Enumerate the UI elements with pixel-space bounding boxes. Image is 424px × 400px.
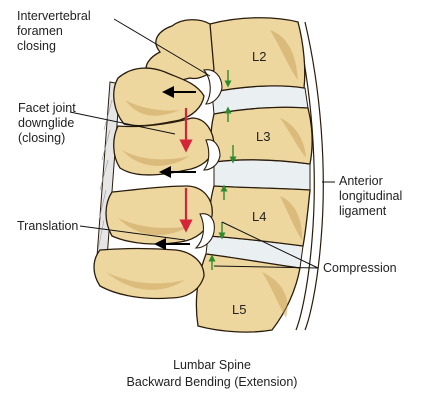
posterior-elements-l3: [113, 117, 215, 176]
posterior-elements-l4: [105, 185, 213, 245]
caption-line-1: Lumbar Spine: [173, 358, 251, 372]
vertebral-body-l5: [195, 253, 301, 333]
posterior-elements-l5: [93, 247, 205, 300]
vertebra-label-l5: L5: [232, 302, 246, 317]
foramen-l2-l3: [203, 69, 223, 105]
anterior-longitudinal-ligament: [295, 21, 315, 331]
vertebra-label-l4: L4: [252, 209, 266, 224]
leader-facet: [69, 111, 176, 135]
posterior-elements-l2-lower: [113, 67, 205, 127]
leader-compression-1: [221, 221, 319, 269]
label-intervertebral-foramen: Intervertebral foramen closing: [17, 9, 91, 53]
label-anterior-ligament: Anterior longitudinal ligament: [339, 174, 403, 218]
foramen-l4-l5: [194, 213, 215, 249]
caption-line-2: Backward Bending (Extension): [126, 375, 298, 389]
leader-compression-2: [213, 265, 319, 269]
leader-foramen: [113, 18, 211, 77]
vertebra-label-l2: L2: [252, 49, 266, 64]
vertebra-label-l3: L3: [256, 129, 270, 144]
disc-l3-l4: [213, 159, 311, 191]
label-facet-joint: Facet joint downglide (closing): [18, 101, 76, 145]
label-compression: Compression: [323, 261, 397, 275]
label-translation: Translation: [17, 219, 79, 233]
leader-translation: [79, 225, 186, 241]
foramen-l3-l4: [202, 139, 221, 171]
